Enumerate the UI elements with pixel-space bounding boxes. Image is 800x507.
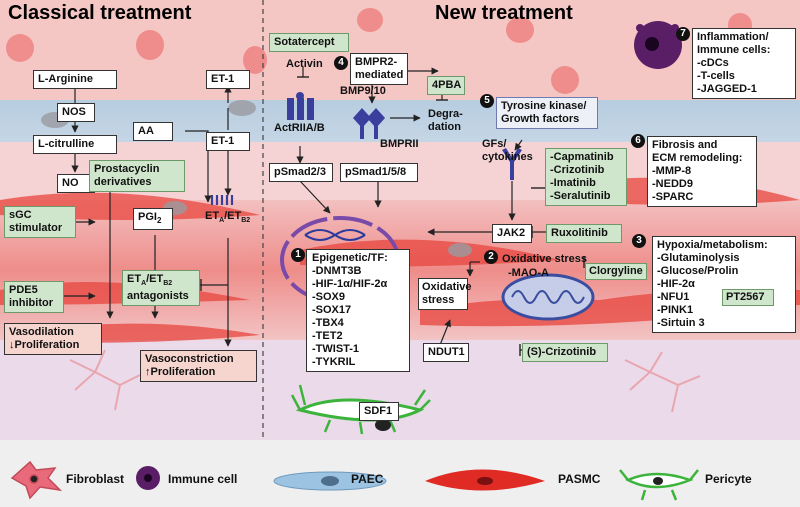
- degradation-label: Degra-dation: [428, 108, 463, 133]
- legend-immune-icon: [136, 466, 160, 490]
- legend-pericyte-label: Pericyte: [705, 472, 752, 486]
- legend-paec-label: PAEC: [351, 472, 384, 486]
- vasoconstriction-box: Vasoconstriction↑Proliferation: [140, 350, 257, 382]
- actriia-label: ActRIIA/B: [274, 122, 325, 134]
- mitochondrion-icon: [501, 273, 595, 321]
- l-citrulline-box: L-citrulline: [33, 135, 117, 154]
- oxidative-stress-title: Oxidative stress: [502, 253, 587, 265]
- nos-box: NOS: [57, 103, 95, 122]
- bmprii-label: BMPRII: [380, 138, 419, 150]
- jak2-box: JAK2: [492, 224, 532, 243]
- activin-label: Activin: [286, 58, 323, 70]
- hypoxia-box: Hypoxia/metabolism: -Glutaminolysis -Glu…: [652, 236, 796, 333]
- legend-paec-icon: [273, 471, 387, 491]
- badge-4: 4: [334, 56, 348, 70]
- psmad158-box: pSmad1/5/8: [340, 163, 418, 182]
- gfs-cytokines-label: GFs/cytokines: [482, 138, 533, 163]
- bmprii-receptor-icon: [353, 108, 385, 139]
- badge-3: 3: [632, 234, 646, 248]
- fibrosis-box: Fibrosis and ECM remodeling: -MMP-8 -NED…: [647, 136, 757, 207]
- tyrosine-kinase-box: Tyrosine kinase/Growth factors: [496, 97, 598, 129]
- et1-mid-box: ET-1: [206, 132, 250, 151]
- badge-6: 6: [631, 134, 645, 148]
- mao-a-label: -MAO-A: [508, 267, 549, 279]
- ruxolitinib-box: Ruxolitinib: [546, 224, 622, 243]
- l-arginine-box: L-Arginine: [33, 70, 117, 89]
- badge-5: 5: [480, 94, 494, 108]
- actriia-receptor-icon: [287, 92, 314, 120]
- new-arrows: [296, 67, 546, 351]
- legend-immune-label: Immune cell: [168, 472, 238, 486]
- pgi2-box: PGI2: [133, 208, 173, 231]
- vasodilation-box: Vasodilation↓Proliferation: [4, 323, 102, 355]
- red-blood-cells: [6, 8, 752, 94]
- aa-box: AA: [133, 122, 173, 141]
- new-treatment-title: New treatment: [435, 2, 573, 24]
- no-box: NO: [57, 174, 95, 193]
- psmad23-box: pSmad2/3: [269, 163, 333, 182]
- badge-1: 1: [291, 248, 305, 262]
- badge-7: 7: [676, 27, 690, 41]
- s-crizotinib-box: (S)-Crizotinib: [522, 343, 608, 362]
- sdf1-box: SDF1: [359, 402, 399, 421]
- legend-fibroblast-label: Fibroblast: [66, 472, 125, 486]
- epigenetic-box: Epigenetic/TF: -DNMT3B -HIF-1α/HIF-2α -S…: [306, 249, 410, 372]
- dna-helix-icon: [304, 229, 366, 241]
- 4pba-box: 4PBA: [427, 76, 465, 95]
- tki-drugs-box: -Capmatinib-Crizotinib-Imatinib-Seraluti…: [545, 148, 627, 206]
- clorgyline-box: Clorgyline: [585, 263, 647, 280]
- legend-fibroblast-icon: [10, 460, 63, 500]
- eta-etb-receptor-label: ETA/ETB2: [205, 210, 251, 225]
- legend-pasmc-icon: [425, 469, 545, 491]
- bmp910-label: BMP9/10: [340, 85, 386, 97]
- legend-pericyte-icon: [619, 469, 699, 501]
- fibroblasts-adventitia: [69, 349, 701, 413]
- gf-receptor-icon: [502, 148, 522, 180]
- eta-receptor-icon: [210, 195, 234, 205]
- inflammation-box: Inflammation/ Immune cells: -cDCs -T-cel…: [692, 28, 796, 99]
- ndut1-box: NDUT1: [423, 343, 469, 362]
- badge-2: 2: [484, 250, 498, 264]
- classical-title: Classical treatment: [8, 2, 192, 24]
- legend-pasmc-label: PASMC: [558, 472, 601, 486]
- pt2567-box: PT2567: [722, 289, 774, 306]
- immune-cell-icon: [634, 21, 682, 69]
- bmpr2-mediated-box: BMPR2-mediated: [350, 53, 408, 85]
- sotatercept-box: Sotatercept: [269, 33, 349, 52]
- et1-top-box: ET-1: [206, 70, 250, 89]
